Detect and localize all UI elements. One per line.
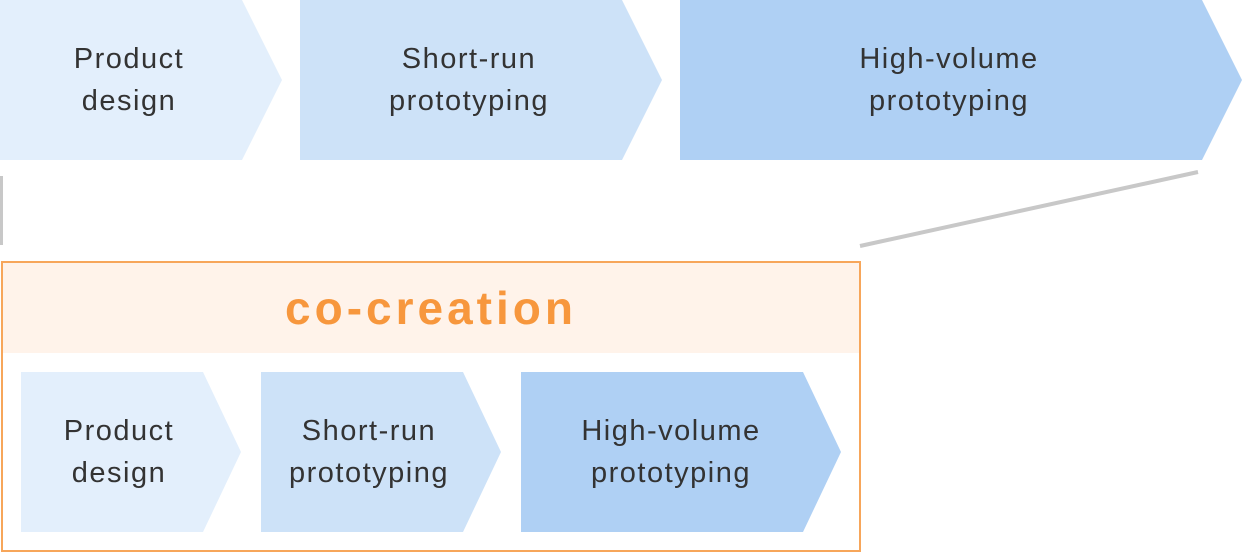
cocreation-title: co-creation xyxy=(285,282,577,334)
top-step-high-volume-prototyping: High-volume prototyping xyxy=(680,0,1242,160)
cocreation-step-high-volume-prototyping-label: High-volume prototyping xyxy=(581,415,761,489)
cocreation-step-product-design-label: Product design xyxy=(63,415,175,489)
zoom-connector-right-line xyxy=(859,170,1199,248)
cocreation-step-high-volume-prototyping: High-volume prototyping xyxy=(521,372,841,532)
top-step-product-design: Product design xyxy=(0,0,282,160)
top-step-high-volume-prototyping-label: High-volume prototyping xyxy=(859,43,1039,117)
top-step-product-design-label: Product design xyxy=(73,43,185,117)
cocreation-step-short-run-prototyping: Short-run prototyping xyxy=(261,372,501,532)
top-step-short-run-prototyping-label: Short-run prototyping xyxy=(389,43,549,117)
cocreation-header-band xyxy=(3,263,859,353)
cocreation-step-product-design: Product design xyxy=(21,372,241,532)
top-step-short-run-prototyping: Short-run prototyping xyxy=(300,0,662,160)
cocreation-step-short-run-prototyping-label: Short-run prototyping xyxy=(289,415,449,489)
